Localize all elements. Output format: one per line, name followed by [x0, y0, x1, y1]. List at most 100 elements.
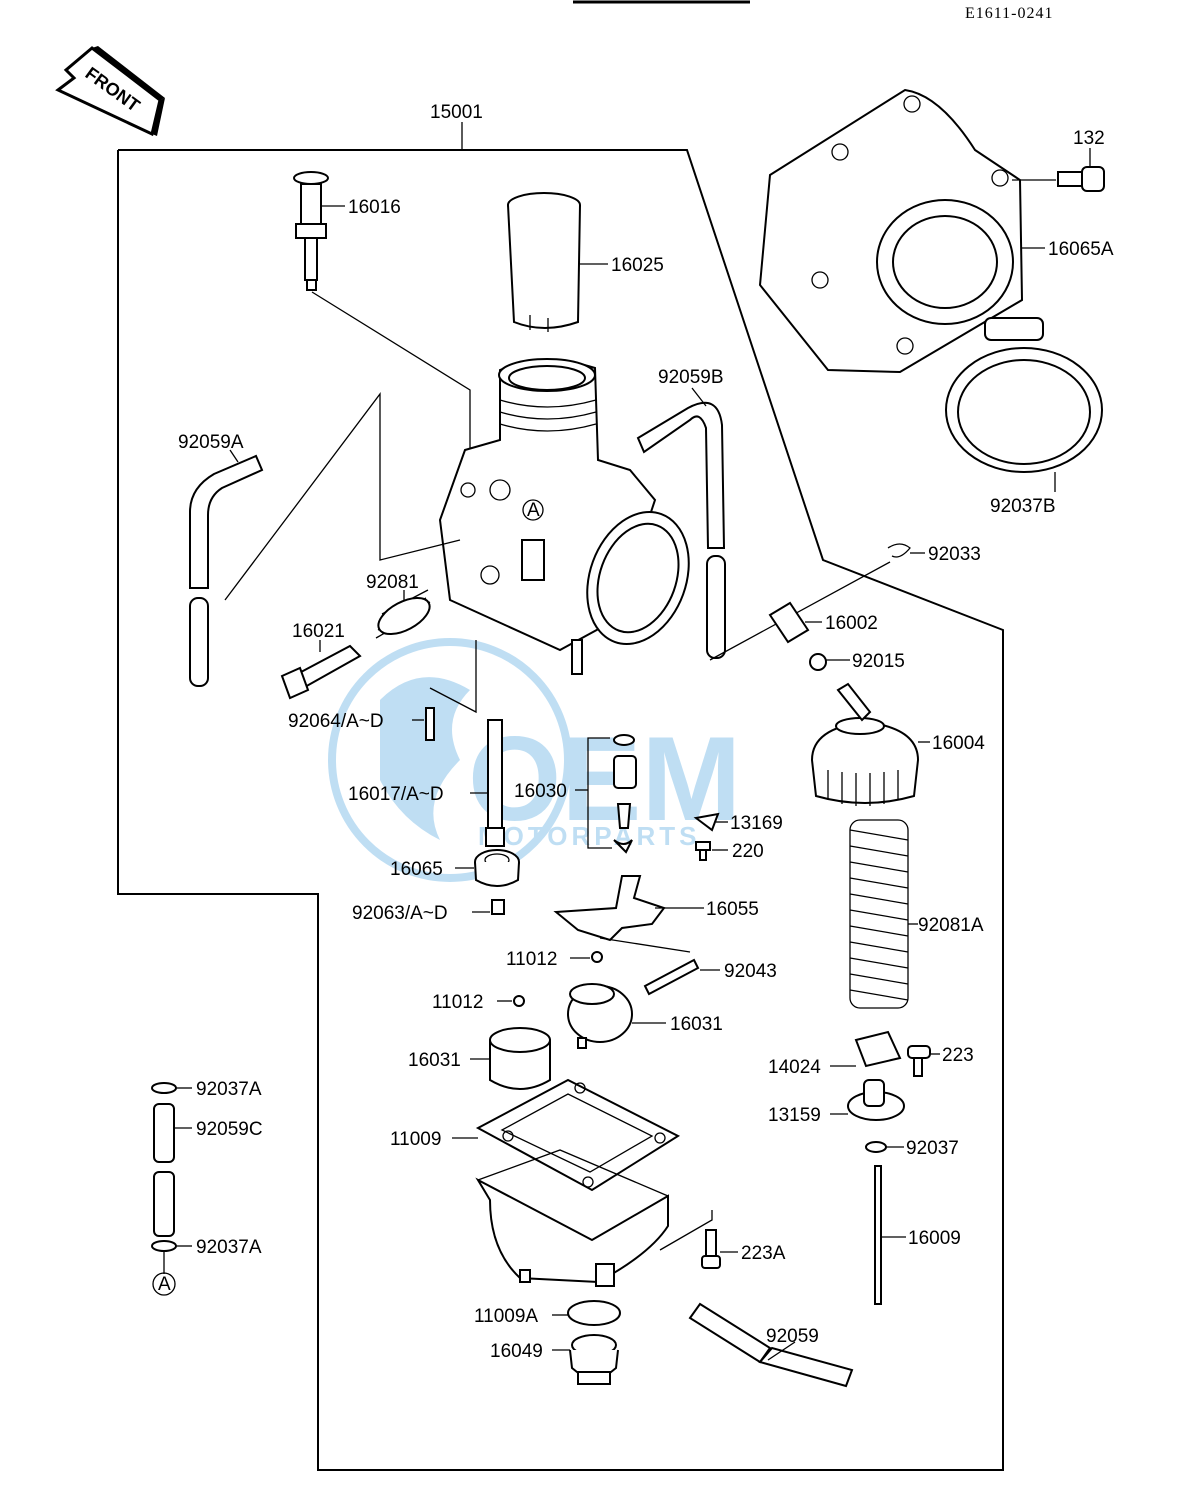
callout-16065: 16065 [390, 859, 443, 880]
callout-92037A-top: 92037A [196, 1079, 262, 1100]
ref-a-left [152, 1272, 176, 1296]
callout-92037: 92037 [906, 1138, 959, 1159]
part-14024 [854, 1030, 902, 1068]
front-arrow-icon: FRONT [55, 46, 165, 137]
callout-16025: 16025 [611, 255, 664, 276]
leader-92059A [229, 449, 239, 463]
diagram-code: E1611-0241 [965, 5, 1054, 22]
part-92059C-lower [153, 1171, 175, 1237]
ref-a-body [522, 499, 544, 521]
part-92059 [688, 1302, 854, 1388]
part-16009 [874, 1165, 882, 1305]
callout-92063: 92063/A~D [352, 903, 448, 924]
callout-92059: 92059 [766, 1326, 819, 1347]
callout-92015: 92015 [852, 651, 905, 672]
callout-16009: 16009 [908, 1228, 961, 1249]
callout-92037A-bottom: 92037A [196, 1237, 262, 1258]
part-223 [907, 1045, 931, 1077]
callout-92033: 92033 [928, 544, 981, 565]
part-carburetor-body [438, 358, 690, 675]
leader-92059 [767, 1341, 796, 1361]
part-13169 [693, 812, 720, 832]
part-132 [1057, 166, 1105, 192]
watermark-sub: MOTORPARTS [478, 821, 700, 851]
part-16016 [293, 171, 329, 291]
leader-16016-link [311, 291, 471, 490]
part-220 [695, 841, 711, 861]
callout-13159: 13159 [768, 1105, 821, 1126]
part-16031-left [489, 1027, 551, 1090]
callout-11009: 11009 [390, 1129, 441, 1150]
part-16049 [569, 1334, 619, 1385]
callout-92059B: 92059B [658, 367, 724, 388]
callout-16065A: 16065A [1048, 239, 1114, 260]
part-11012-lower [513, 995, 525, 1007]
ref-a-left-label: A [158, 1274, 171, 1295]
part-16025 [507, 192, 581, 332]
callout-16055: 16055 [706, 899, 759, 920]
leader-92064-link [429, 640, 477, 714]
callout-220: 220 [732, 841, 764, 862]
part-92015 [809, 653, 827, 671]
leader-92043-link [599, 937, 691, 953]
part-16055 [553, 875, 666, 942]
callout-16016: 16016 [348, 197, 401, 218]
part-92063 [491, 899, 505, 915]
part-16030 [613, 734, 637, 854]
part-92037A-top [151, 1082, 177, 1094]
callout-132: 132 [1073, 128, 1105, 149]
part-223A [701, 1229, 721, 1269]
callout-11012-upper: 11012 [506, 949, 557, 970]
callout-11012-lower: 11012 [432, 992, 483, 1013]
callout-16031-left: 16031 [408, 1050, 461, 1071]
leader-92059A-link [224, 392, 461, 601]
part-16021 [280, 644, 362, 700]
callout-92064: 92064/A~D [288, 711, 384, 732]
part-13159 [847, 1079, 905, 1121]
callout-92037B: 92037B [990, 496, 1056, 517]
part-16002 [768, 601, 810, 644]
callout-223A: 223A [741, 1243, 786, 1264]
callout-16021: 16021 [292, 621, 345, 642]
callout-16030: 16030 [514, 781, 567, 802]
part-92037A-bottom [151, 1240, 177, 1252]
callout-11009A: 11009A [474, 1306, 538, 1327]
callout-16049: 16049 [490, 1341, 543, 1362]
ref-a-body-label: A [527, 500, 540, 521]
part-11009 [475, 1078, 681, 1287]
part-92064 [425, 707, 435, 741]
leader-223A-link [659, 1210, 713, 1251]
watermark-logo: OEM MOTORPARTS [328, 638, 741, 882]
part-92037 [865, 1141, 887, 1153]
part-11012-upper [591, 951, 603, 963]
part-16004 [810, 682, 920, 806]
callout-16004: 16004 [932, 733, 985, 754]
callout-92081: 92081 [366, 572, 419, 593]
part-92081 [375, 589, 431, 639]
callout-16017: 16017/A~D [348, 784, 444, 805]
assembly-boundary [117, 149, 1004, 1471]
part-92043 [643, 958, 700, 996]
part-92059C-upper [153, 1103, 175, 1163]
callout-15001: 15001 [430, 102, 483, 123]
leader-92059B [691, 387, 707, 407]
part-16065 [474, 849, 520, 887]
part-11009A [567, 1300, 621, 1326]
part-92059A [189, 454, 264, 687]
part-92033 [887, 543, 911, 558]
callout-92081A: 92081A [918, 915, 984, 936]
watermark-brand: OEM [468, 712, 741, 846]
callout-92043: 92043 [724, 961, 777, 982]
callout-92059C: 92059C [196, 1119, 263, 1140]
part-16065A [758, 88, 1024, 374]
callout-16002: 16002 [825, 613, 878, 634]
part-16031-right [567, 983, 633, 1049]
leader-92033-link [709, 561, 891, 661]
leader-16030-bracket [587, 737, 612, 849]
part-16017 [485, 719, 505, 847]
callout-16031-right: 16031 [670, 1014, 723, 1035]
callout-92059A: 92059A [178, 432, 244, 453]
callout-13169: 13169 [730, 813, 783, 834]
part-92037B [945, 317, 1103, 473]
